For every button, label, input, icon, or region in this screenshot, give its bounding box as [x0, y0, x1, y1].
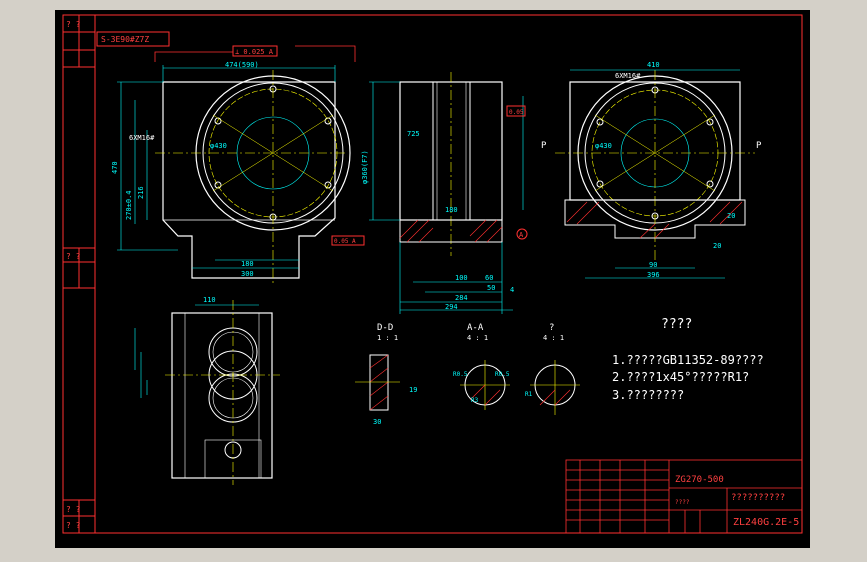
notes-heading: ????	[661, 317, 692, 332]
section-flag-box	[506, 105, 526, 117]
right-bottom-dim-1: 90	[649, 261, 657, 269]
front-bottom-dim-1: 180	[241, 260, 254, 268]
detail-view-dd	[355, 354, 400, 411]
front-left-badge: 0.05 A	[334, 238, 356, 245]
sidebar-cell-mid: ? ?	[66, 252, 81, 261]
notes-line-1: 1.?????GB11352-89????	[612, 353, 764, 367]
detail-q-scale: 4 : 1	[543, 334, 564, 342]
inner-frame	[94, 14, 803, 534]
front-sub-height: 216	[137, 186, 145, 199]
right-left-letter: P	[541, 141, 547, 151]
sidebar-cell-bottom-1: ? ?	[66, 505, 81, 514]
right-top-width-label: 410	[647, 61, 660, 69]
frame-label: S-3E90#Z7Z	[101, 35, 149, 44]
right-side-dim: 20	[727, 212, 735, 220]
notes-line-2: 2.????1x45°?????R1?	[612, 370, 749, 384]
plan-dim-110: 110	[203, 296, 216, 304]
drawing-sheet: ? ? ? ? ? ? ? ? S-3E90#Z7Z	[55, 10, 810, 548]
section-dim-60: 60	[485, 274, 493, 282]
front-bottom-dim-2: 300	[241, 270, 254, 278]
front-view	[117, 45, 356, 285]
frame-label-box	[96, 31, 170, 47]
left-sidebar	[62, 14, 96, 534]
detail-dim-19: 19	[409, 386, 417, 394]
detail-q-title: ?	[549, 323, 554, 333]
plan-view	[134, 300, 280, 485]
title-block	[565, 459, 803, 534]
front-inner-height: 270±0.4	[125, 190, 133, 220]
section-datum-marker: A	[519, 231, 524, 239]
title-material: ZG270-500	[675, 475, 724, 485]
section-flag-label: 0.05	[509, 109, 524, 116]
right-bore-label: φ430	[595, 142, 612, 150]
front-hole-pattern: 6XM16#	[129, 134, 155, 142]
right-bottom-dim-3: 20	[713, 242, 721, 250]
right-view	[555, 69, 755, 279]
section-dim-294: 294	[445, 303, 458, 311]
section-dim-4: 4	[510, 286, 514, 294]
detail-view-q	[530, 360, 580, 415]
sidebar-cell-top: ? ?	[66, 20, 81, 29]
detail-r1: R1	[525, 391, 533, 398]
cad-drawing-canvas: ? ? ? ? ? ? ? ? S-3E90#Z7Z	[62, 14, 803, 534]
title-cell-1: ????	[675, 499, 690, 506]
detail-aa-scale: 4 : 1	[467, 334, 488, 342]
right-bottom-dim-2: 396	[647, 271, 660, 279]
section-dim-50: 50	[487, 284, 495, 292]
section-view	[369, 72, 528, 314]
section-dia-label: φ360(F7)	[361, 150, 369, 184]
title-part-name: ??????????	[731, 493, 785, 503]
detail-r05-left: R0.5	[453, 371, 468, 378]
right-hole-pattern: 6XM16#	[615, 72, 641, 80]
title-drawing-number: ZL240G.2E-5	[733, 517, 799, 528]
detail-dim-30: 30	[373, 418, 381, 426]
front-datum-label: ⊥ 0.025 A	[235, 48, 274, 56]
sidebar-cell-bottom-2: ? ?	[66, 521, 81, 530]
section-dim-100: 100	[455, 274, 468, 282]
right-right-letter: P	[756, 141, 762, 151]
notes-line-3: 3.????????	[612, 388, 684, 402]
front-datum-box	[232, 45, 278, 57]
section-dim-284: 284	[455, 294, 468, 302]
front-left-badge-box	[331, 235, 365, 246]
detail-r05-right: R0.5	[495, 371, 510, 378]
detail-dd-scale: 1 : 1	[377, 334, 398, 342]
detail-view-aa	[460, 360, 510, 410]
section-dim-180: 180	[445, 206, 458, 214]
detail-aa-title: A-A	[467, 323, 484, 333]
front-height-label: 470	[111, 161, 119, 174]
detail-r3: R3	[471, 397, 479, 404]
detail-dd-title: D-D	[377, 323, 393, 333]
front-bore-label: φ430	[210, 142, 227, 150]
section-dim-725: 725	[407, 130, 420, 138]
front-top-width-label: 474(590)	[225, 61, 259, 69]
